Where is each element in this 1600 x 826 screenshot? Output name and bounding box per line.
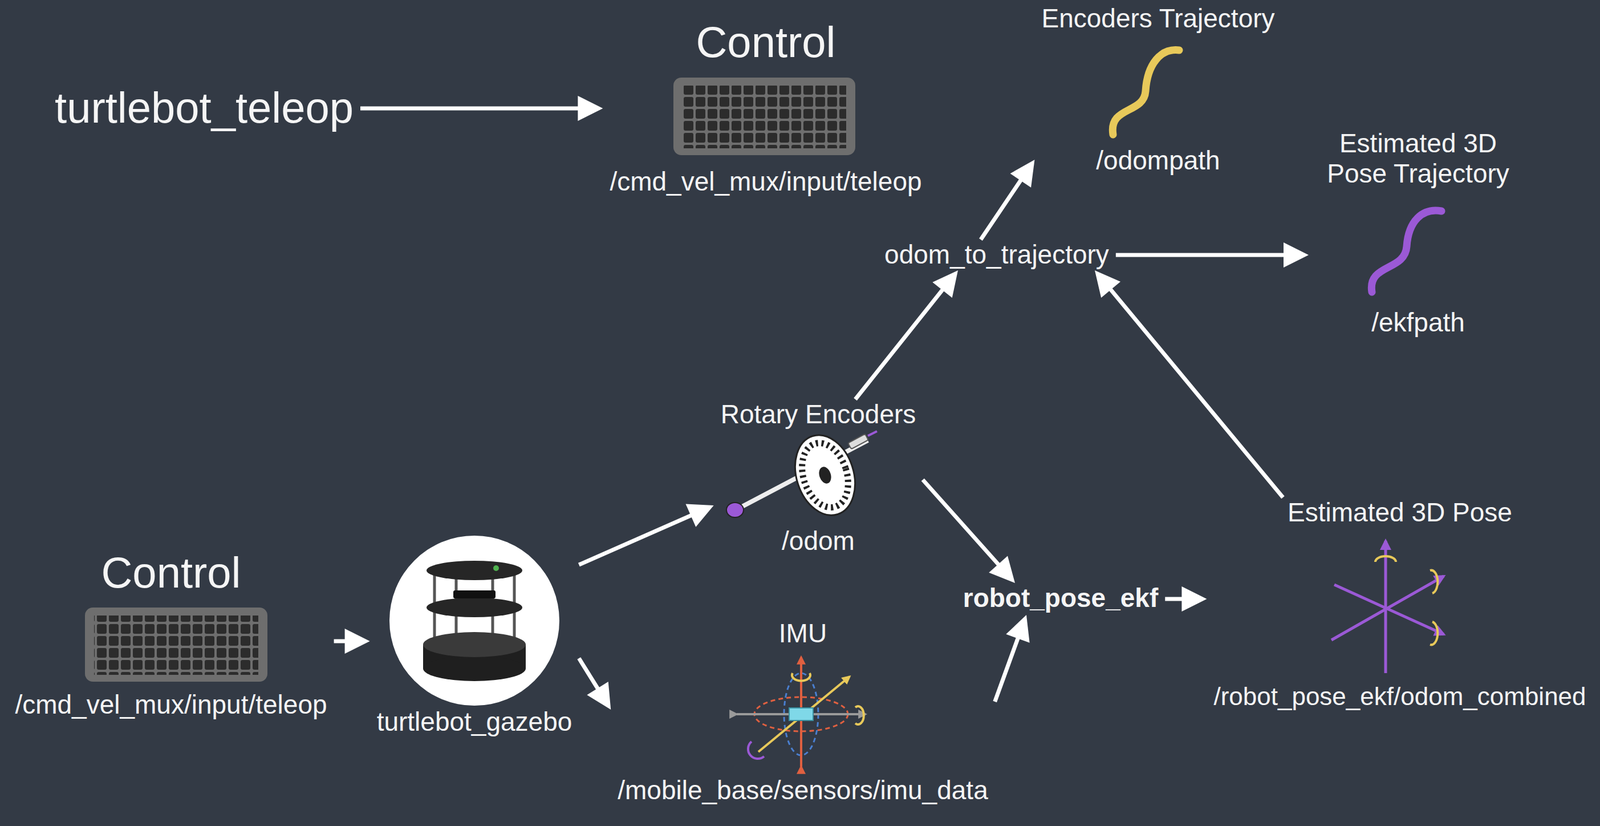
flow-arrow [922,479,1015,583]
imu-chip [789,707,814,721]
arrow-line [360,106,581,111]
encoder-wire [867,431,877,436]
flow-arrow [1094,270,1283,498]
keyboard-icon [84,607,268,682]
arrow-line [1109,287,1283,498]
arrow-head [586,681,611,710]
diagram-node: Estimated 3D Pose/robot_pose_ekf/odom_co… [1206,497,1593,713]
arrow-head [988,555,1015,583]
encoder-sensor [847,433,869,450]
node-label: turtlebot_gazebo [376,706,573,737]
flow-arrow [855,270,958,400]
robot-light [493,565,499,571]
flow-arrow [334,628,371,654]
flow-arrow [578,658,611,710]
diagram-node: IMU/mobile_base/sensors/imu_data [610,618,995,807]
pose-axis [1331,575,1444,640]
arrow-head [577,95,603,121]
node-label: /mobile_base/sensors/imu_data [617,774,988,806]
node-title: Estimated 3D Pose Trajectory [1315,128,1521,189]
arrow-line [855,287,944,400]
node-title: Control [100,547,241,598]
keyboard-keys [94,615,259,675]
robot-picture [389,535,560,706]
diagram-node: robot_pose_ekf [956,582,1166,615]
robot-disc [389,535,560,706]
flow-arrow [578,504,714,565]
diagram-node: Rotary Encoders/odom [713,399,924,558]
robot-sensor [453,590,496,599]
pose-axis [1334,584,1444,635]
arrow-head [1094,270,1121,298]
trajectory-curve [1112,50,1180,135]
diagram-node: turtlebot_teleop [47,82,361,134]
diagram-node: Estimated 3D Pose Trajectory/ekfpath [1308,128,1528,343]
keyboard-icon [673,77,856,156]
trajectory-curve [1371,210,1442,292]
arrow-line [578,514,693,565]
diagram-node: Encoders Trajectory/odompath [1034,3,1282,176]
node-title: Encoders Trajectory [1041,3,1275,34]
pose-axes-icon [1331,540,1444,673]
diagram-node: Control/cmd_vel_mux/input/teleop [602,17,929,206]
robot-plate [426,560,523,580]
flow-arrow [360,95,603,121]
robot-plate [426,597,523,617]
arrow-line [1115,253,1287,258]
imu-axis [758,676,850,752]
encoder-icon [726,427,877,523]
node-label: /odom [781,525,855,556]
node-title: IMU [778,618,827,649]
rotation-arc [855,705,864,725]
imu-icon [736,656,866,767]
arrow-head [1283,242,1309,268]
node-label: turtlebot_teleop [54,82,354,133]
node-label: /cmd_vel_mux/input/teleop [609,166,922,197]
node-title: Estimated 3D Pose [1287,497,1513,528]
arrow-line [980,178,1022,240]
encoder-slots [794,436,856,514]
robot-base [423,655,526,681]
robot-base-top [423,631,526,657]
encoder-cap [726,502,744,518]
arrow-head [1005,614,1030,643]
keyboard-body [673,77,856,156]
node-label: odom_to_trajectory [884,239,1110,270]
rotation-arc [748,741,765,759]
node-label: robot_pose_ekf [963,582,1159,613]
arrow-head [1181,586,1207,612]
rotation-arc [1375,555,1396,562]
flow-arrow [1164,586,1207,612]
flow-arrow [980,159,1035,240]
arrow-line [995,635,1019,702]
node-title: Control [695,17,836,67]
arrow-head [932,270,958,298]
diagram-node: odom_to_trajectory [877,239,1116,271]
arrow-head [1010,159,1035,188]
keyboard-keys [682,85,847,149]
flow-arrow [1115,242,1309,268]
rotation-arc [1430,570,1438,594]
arrow-line [578,658,599,690]
node-label: /ekfpath [1371,307,1465,338]
flow-arrow [995,614,1030,702]
rotation-arc [792,672,811,681]
node-title: Rotary Encoders [720,399,917,430]
diagram-node: turtlebot_gazebo [370,533,580,738]
arrow-line [922,479,1000,566]
keyboard-body [84,607,268,682]
arrow-head [344,628,371,654]
rotation-arc [1430,621,1438,645]
encoder-hub [817,465,834,486]
arrow-line [1164,597,1185,601]
diagram-node: Control/cmd_vel_mux/input/teleop [7,547,334,722]
node-label: /cmd_vel_mux/input/teleop [14,689,327,720]
node-label: /robot_pose_ekf/odom_combined [1213,681,1586,712]
arrow-head [685,504,714,527]
node-label: /odompath [1095,145,1220,176]
